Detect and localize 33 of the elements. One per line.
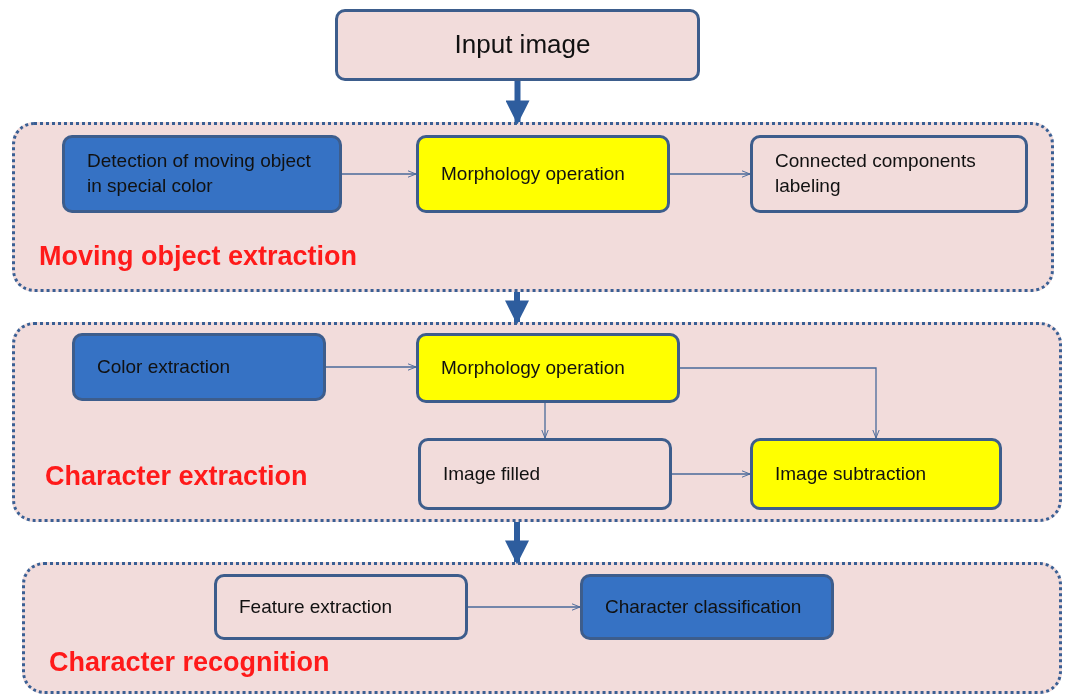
box-label: Color extraction	[97, 354, 231, 379]
group-heading: Character recognition	[49, 647, 330, 678]
box-label: Input image	[454, 28, 591, 62]
group-heading: Moving object extraction	[39, 241, 358, 272]
process-box	[72, 333, 326, 401]
process-box	[750, 135, 1028, 213]
process-box	[750, 438, 1002, 510]
process-box	[62, 135, 342, 213]
arrow	[325, 363, 417, 371]
group-heading: Character extraction	[45, 461, 308, 492]
box-label: Connected components labeling	[775, 149, 977, 198]
box-label: Image subtraction	[775, 461, 927, 486]
arrow	[669, 170, 751, 178]
arrow	[671, 470, 751, 478]
group-panel	[12, 122, 1054, 292]
process-box	[416, 333, 680, 403]
box-label: Morphology operation	[441, 355, 625, 380]
box-label: Image filled	[443, 461, 541, 486]
arrow	[467, 603, 581, 611]
box-label: Feature extraction	[239, 594, 393, 619]
process-box	[580, 574, 834, 640]
process-box	[214, 574, 468, 640]
arrow	[341, 170, 417, 178]
arrow	[679, 367, 880, 439]
group-panel	[22, 562, 1062, 694]
box-label: Character classification	[605, 594, 802, 619]
box-label: Detection of moving object in special color	[87, 149, 312, 198]
process-box	[335, 9, 700, 81]
process-box	[416, 135, 670, 213]
box-label: Morphology operation	[441, 161, 625, 186]
group-panel	[12, 322, 1062, 522]
arrow	[541, 402, 549, 439]
process-box	[418, 438, 672, 510]
